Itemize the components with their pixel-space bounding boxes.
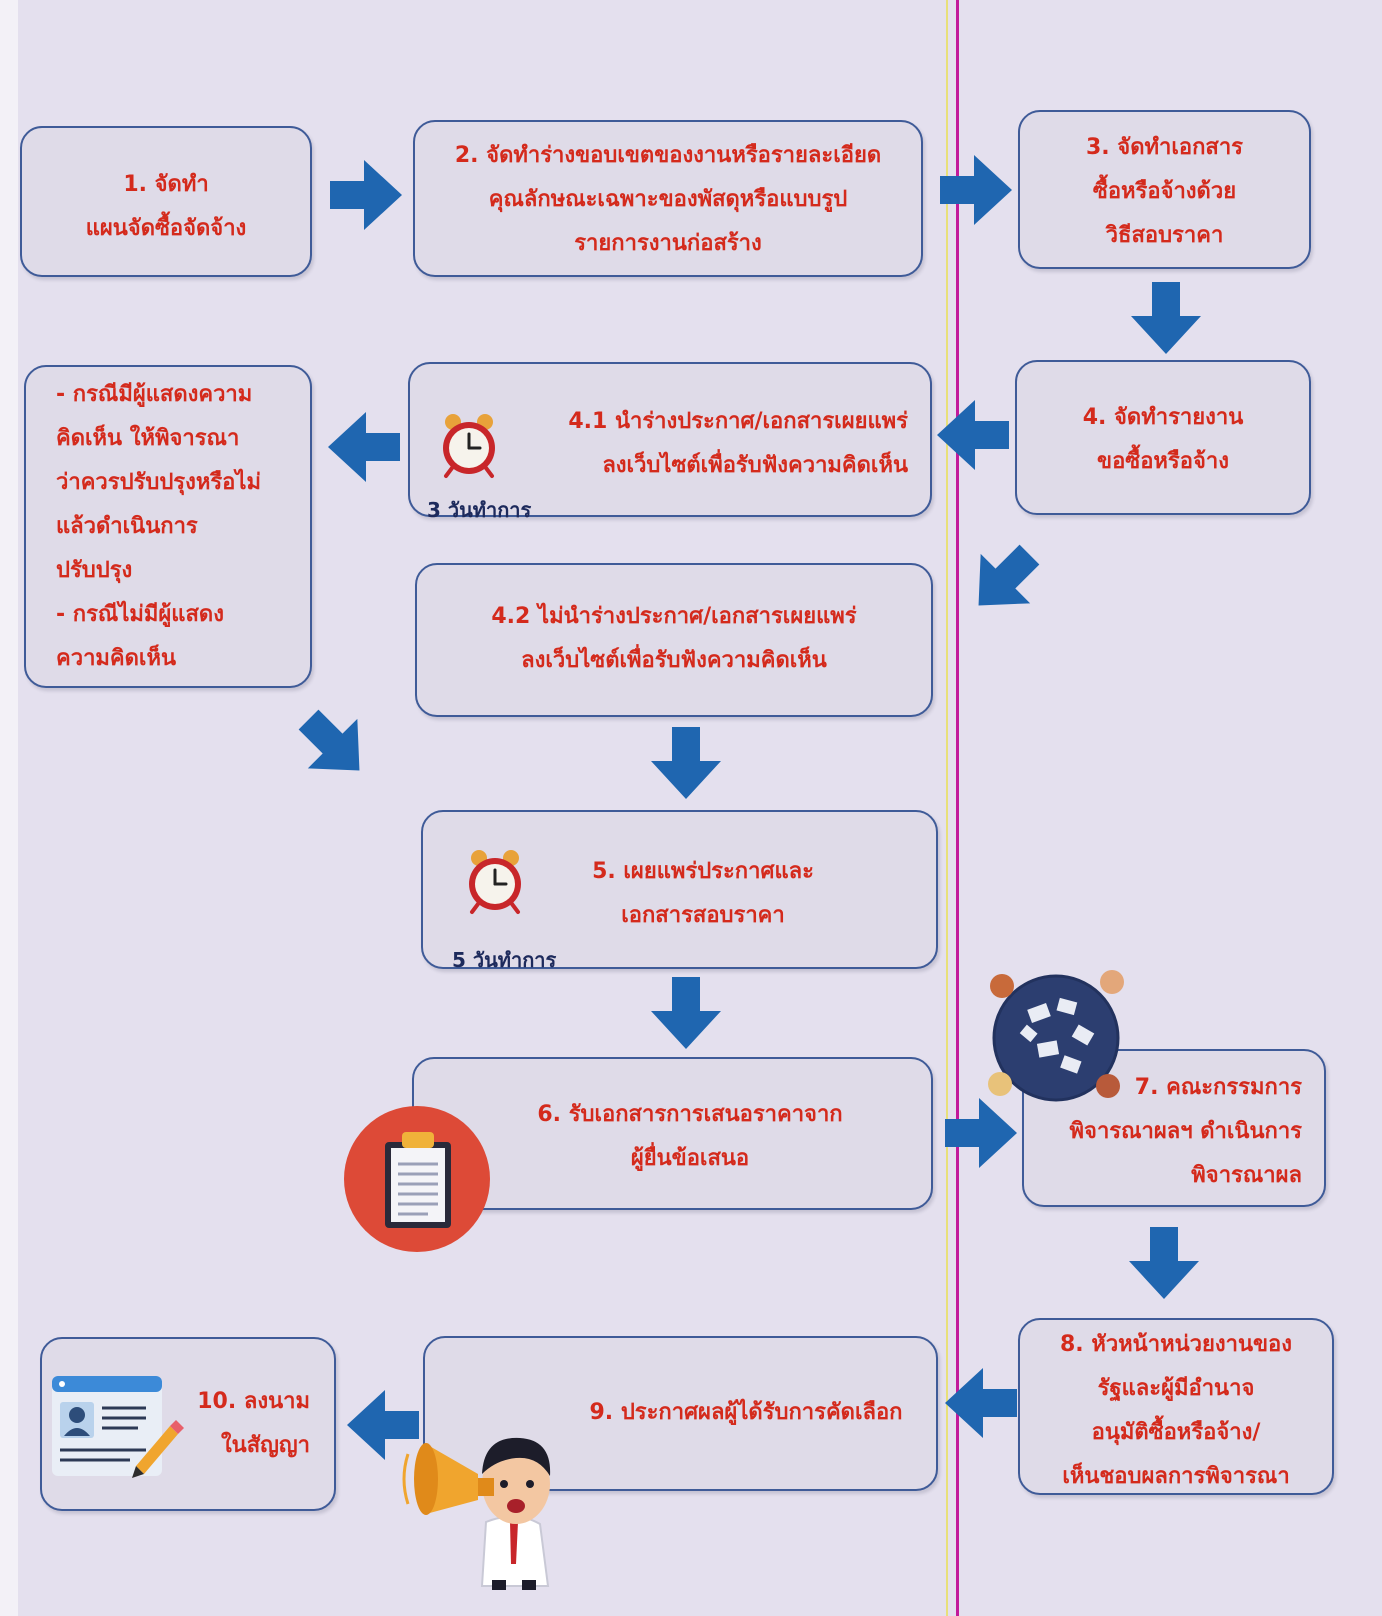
clipboard-icon [344, 1106, 490, 1252]
step-1-box [20, 126, 312, 277]
arrow-4-to-4-2 [978, 544, 1040, 606]
step-1-text: 1. จัดทำ แผนจัดซื้อจัดจ้าง [85, 172, 247, 241]
step-3-text: 3. จัดทำเอกสาร ซื้อหรือจ้างด้วย วิธีสอบร… [1085, 135, 1243, 248]
step-4-2-text: 4.2 ไม่นำร่างประกาศ/เอกสารเผยแพร่ ลงเว็บ… [491, 604, 857, 673]
arrow-3-to-4 [1131, 282, 1201, 354]
step-7-text: 7. คณะกรรมการ พิจารณาผลฯ ดำเนินการ พิจาร… [1069, 1075, 1302, 1188]
step-4-1-text: 4.1 นำร่างประกาศ/เอกสารเผยแพร่ ลงเว็บไซต… [568, 409, 908, 478]
arrow-2-to-3 [940, 155, 1012, 225]
step-8-text: 8. หัวหน้าหน่วยงานของ รัฐและผู้มีอำนาจ อ… [1060, 1332, 1292, 1489]
arrow-note-to-5 [298, 709, 360, 771]
step-9-text: 9. ประกาศผลผู้ได้รับการคัดเลือก [589, 1400, 903, 1425]
arrow-7-to-8 [1129, 1227, 1199, 1299]
step-6-box [412, 1057, 933, 1210]
contract-sign-icon [52, 1376, 184, 1478]
step-2-text: 2. จัดทำร่างขอบเขตของงานหรือรายละเอียด ค… [454, 143, 882, 256]
note-box [24, 365, 312, 688]
arrow-5-to-6 [651, 977, 721, 1049]
alarm-clock-icon [469, 850, 521, 914]
arrow-4-2-to-5 [651, 727, 721, 799]
step-4-2-box [415, 563, 933, 717]
arrow-4-to-4-1 [937, 400, 1009, 470]
step-2-box [413, 120, 923, 277]
step-4-box [1015, 360, 1311, 515]
step-4-1-box [408, 362, 932, 517]
step-5-days: 5 วันทำการ [452, 948, 557, 972]
step-5-text: 5. เผยแพร่ประกาศและ เอกสารสอบราคา [592, 859, 814, 928]
note-text: - กรณีมีผู้แสดงความ คิดเห็น ให้พิจารณา ว… [56, 382, 261, 671]
step-6-text: 6. รับเอกสารการเสนอราคาจาก ผู้ยื่นข้อเสน… [537, 1102, 843, 1171]
meeting-table-icon [988, 970, 1124, 1102]
arrow-1-to-2 [330, 160, 402, 230]
alarm-clock-icon [443, 414, 495, 478]
step-4-1-days: 3 วันทำการ [427, 498, 532, 522]
arrow-9-to-10 [347, 1390, 419, 1460]
divider-line-yellow [946, 0, 948, 1616]
arrow-6-to-7 [945, 1098, 1017, 1168]
arrow-4-1-to-note [328, 412, 400, 482]
announcer-megaphone-icon [402, 1437, 551, 1590]
step-4-text: 4. จัดทำรายงาน ขอซื้อหรือจ้าง [1082, 405, 1244, 474]
step-10-text: 10. ลงนาม ในสัญญา [197, 1389, 310, 1458]
step-8-box [1018, 1318, 1334, 1495]
arrow-8-to-9 [945, 1368, 1017, 1438]
divider-line-magenta [956, 0, 959, 1616]
step-3-box [1018, 110, 1311, 269]
